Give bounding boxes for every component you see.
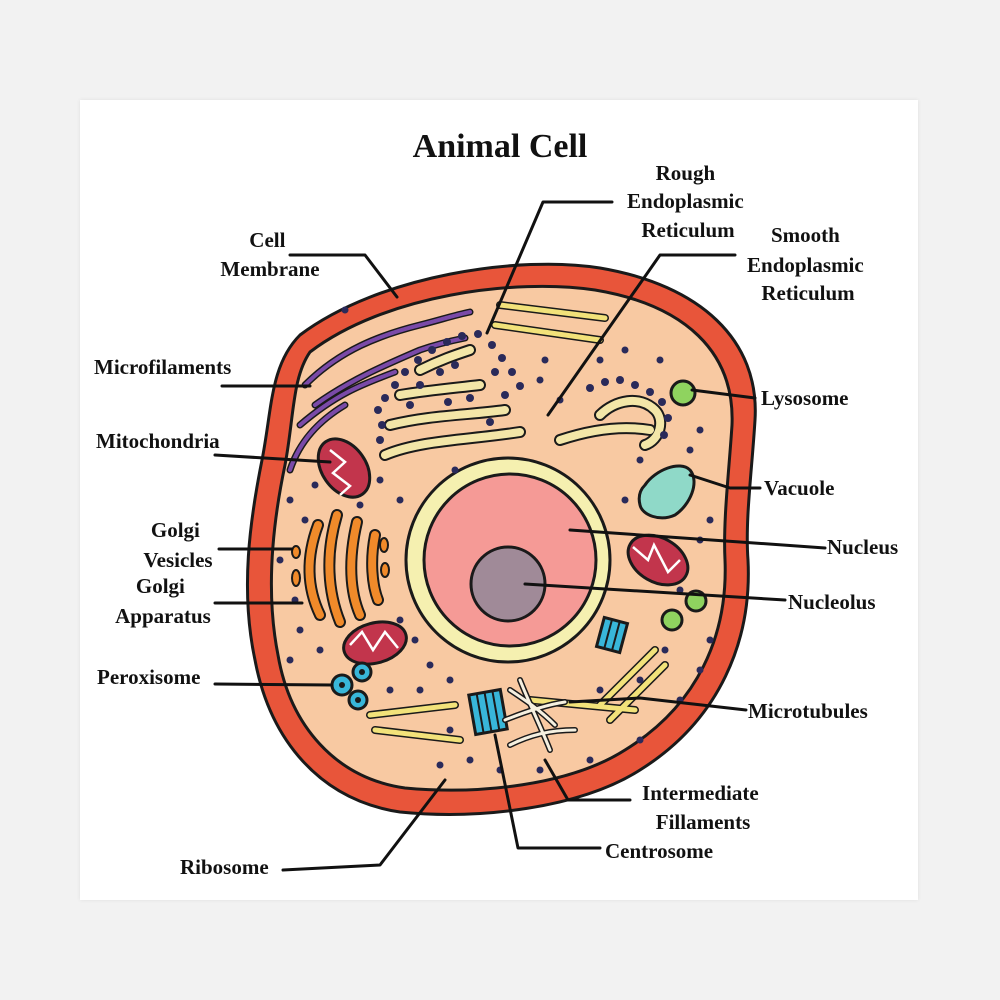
golgi-vesicles	[291, 537, 390, 587]
intermediate-filaments	[502, 677, 578, 753]
label-golgi-vesicles: Golgi Vesicles	[143, 518, 212, 572]
nucleus	[404, 456, 612, 664]
label-golgi-apparatus: Golgi Apparatus	[115, 574, 211, 628]
centrosome	[467, 615, 630, 737]
label-smooth-er: Smooth Endoplasmic Reticulum	[747, 223, 869, 305]
label-vacuole: Vacuole	[764, 476, 834, 500]
mitochondria	[316, 437, 690, 666]
label-lysosome: Lysosome	[761, 386, 849, 410]
microtubules	[366, 301, 669, 744]
free-ribosomes	[276, 306, 714, 774]
label-ribosome: Ribosome	[180, 855, 269, 879]
golgi-apparatus	[303, 509, 384, 628]
label-cell-membrane: Cell Membrane	[220, 228, 319, 281]
label-centrosome: Centrosome	[605, 839, 713, 863]
labels: Rough Endoplasmic Reticulum Smooth Endop…	[94, 161, 898, 879]
label-rough-er: Rough Endoplasmic Reticulum	[627, 161, 749, 242]
diagram-title: Animal Cell	[413, 128, 588, 165]
smooth-endoplasmic-reticulum	[554, 376, 672, 451]
label-peroxisome: Peroxisome	[97, 665, 200, 689]
label-microtubules: Microtubules	[748, 699, 868, 723]
label-intermediate-filaments: Intermediate Fillaments	[642, 781, 764, 834]
rough-endoplasmic-reticulum	[374, 330, 526, 461]
microfilaments-fill	[288, 310, 472, 472]
label-mitochondria: Mitochondria	[96, 429, 220, 453]
label-microfilaments: Microfilaments	[94, 355, 231, 379]
vacuole	[637, 464, 696, 520]
leader-lines	[213, 200, 827, 872]
label-nucleus: Nucleus	[827, 535, 898, 559]
label-nucleolus: Nucleolus	[788, 590, 876, 614]
